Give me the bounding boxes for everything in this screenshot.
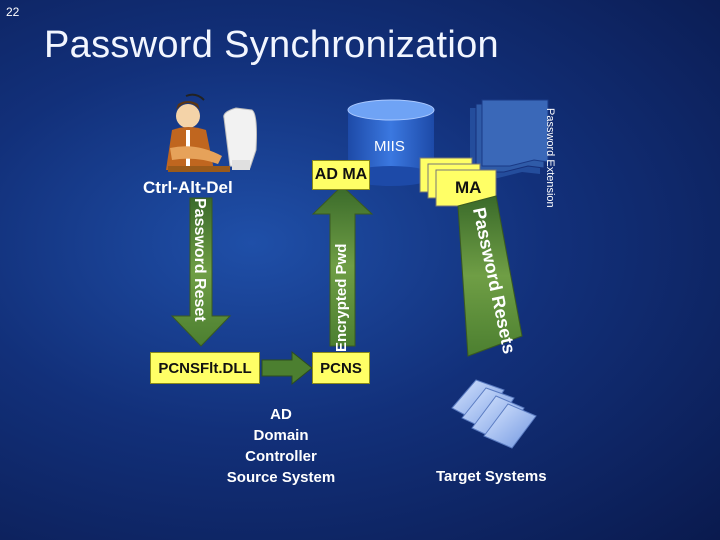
pcns-box: PCNS (312, 352, 370, 384)
dll-to-pcns-arrow (261, 350, 313, 386)
password-extension-document-icon (470, 99, 549, 178)
source-system-label: AD Domain Controller Source System (196, 404, 366, 488)
password-reset-label: Password Reset (191, 198, 208, 322)
source-system-line: Controller (245, 448, 317, 465)
ad-ma-box: AD MA (312, 160, 370, 190)
encrypted-pwd-arrow (311, 185, 374, 347)
slide-title: Password Synchronization (44, 24, 499, 66)
source-system-line: Domain (253, 427, 309, 444)
ma-label: MA (455, 178, 482, 197)
source-system-line: Source System (226, 469, 336, 486)
target-systems-documents-icon (451, 379, 537, 449)
password-reset-arrow (170, 197, 232, 347)
source-system-line: AD (270, 406, 292, 423)
ctrl-alt-del-label: Ctrl-Alt-Del (143, 178, 233, 197)
encrypted-pwd-label: Encrypted Pwd (333, 243, 350, 352)
ma-stack-icon (419, 157, 497, 207)
user-at-computer-icon (166, 93, 257, 172)
target-systems-label: Target Systems (436, 468, 547, 485)
password-resets-arrow (457, 195, 523, 357)
pcnsflt-dll-box: PCNSFlt.DLL (150, 352, 260, 384)
password-extension-label: Password Extension (544, 108, 556, 208)
miis-label: MIIS (374, 138, 405, 155)
slide-number: 22 (6, 5, 20, 19)
